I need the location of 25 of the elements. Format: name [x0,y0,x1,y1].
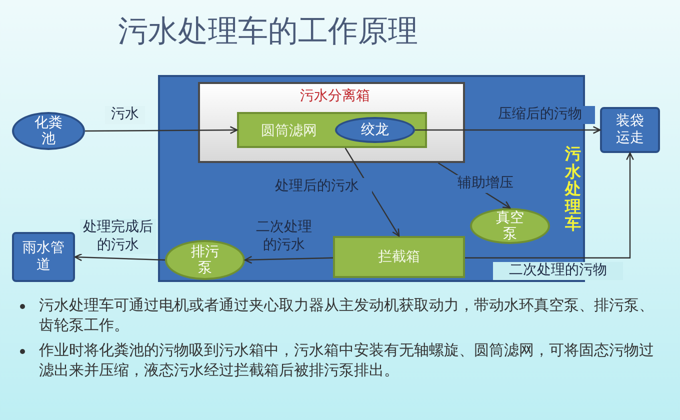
arrow [74,253,166,262]
node-label: 拦截箱 [377,248,421,266]
arrow [85,126,238,134]
process-box [333,236,465,278]
node-label: 真空泵 [495,210,525,242]
edge-label: 处理完成后的污水 [80,219,156,254]
process-box [12,232,75,282]
edge-label: 二次处理的污物 [493,262,623,280]
node-label: 排污泵 [190,242,220,278]
title: 污水处理车的工作原理 [118,14,418,50]
node-label: 装袋运走 [615,112,645,148]
arrow [465,152,634,258]
node-label: 污水分离箱 [300,87,370,106]
node-label: 污水处理车 [565,145,581,233]
process-box [237,112,427,148]
separator-box [198,82,465,163]
node-label: 化粪池 [34,114,64,148]
bullet-text: 作业时将化粪池的污物吸到污水箱中，污水箱中安装有无轴螺旋、圆筒滤网，可将固态污物过滤出来并压缩，液态污水经过拦截箱后被排污泵排出。 [39,341,655,380]
process-box [600,107,660,153]
arrow [244,256,334,264]
node-label: 圆筒滤网 [261,122,317,141]
bullet-text: 污水处理车可通过电机或者通过夹心取力器从主发动机获取动力，带动水环真空泵、排污泵、齿轮泵工作。 [39,296,655,335]
node-label: 绞龙 [360,120,390,140]
arrow [415,126,601,134]
node-label: 雨水管道 [22,239,66,275]
